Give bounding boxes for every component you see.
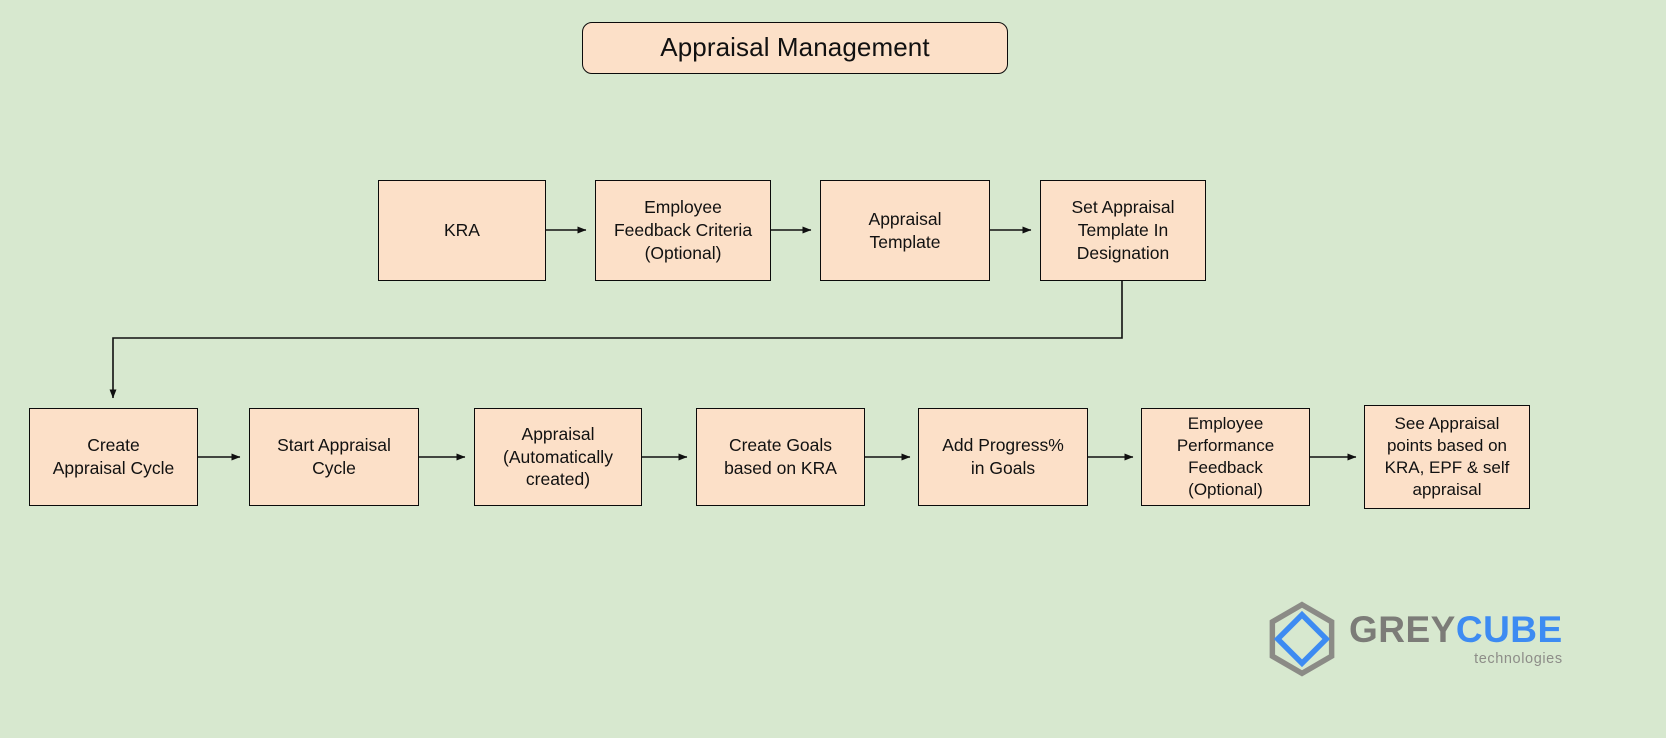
greycube-logo-icon — [1269, 601, 1335, 677]
node-start-appraisal-cycle-label: Start Appraisal Cycle — [277, 435, 391, 478]
node-create-appraisal-cycle-label: Create Appraisal Cycle — [52, 435, 175, 478]
node-employee-feedback-criteria-label: Employee Feedback Criteria (Optional) — [613, 197, 753, 263]
greycube-tagline: technologies — [1474, 651, 1563, 668]
node-kra[interactable]: KRA — [378, 180, 546, 281]
node-create-appraisal-cycle[interactable]: Create Appraisal Cycle — [29, 408, 198, 506]
node-employee-performance-feedback-label: Employee Performance Feedback (Optional) — [1176, 413, 1275, 500]
node-create-goals-based-on-kra-label: Create Goals based on KRA — [724, 435, 837, 478]
node-appraisal-automatically-created[interactable]: Appraisal (Automatically created) — [474, 408, 642, 506]
diagram-title: Appraisal Management — [582, 22, 1008, 74]
diagram-title-label: Appraisal Management — [660, 32, 930, 63]
greycube-wordmark: GREYCUBE — [1349, 611, 1563, 648]
node-employee-performance-feedback[interactable]: Employee Performance Feedback (Optional) — [1141, 408, 1310, 506]
node-see-appraisal-points[interactable]: See Appraisal points based on KRA, EPF &… — [1364, 405, 1530, 509]
node-appraisal-automatically-created-label: Appraisal (Automatically created) — [503, 423, 613, 490]
node-kra-label: KRA — [444, 220, 480, 241]
connector-row1-to-row2 — [109, 281, 1123, 399]
node-appraisal-template-label: Appraisal Template — [868, 208, 942, 252]
node-start-appraisal-cycle[interactable]: Start Appraisal Cycle — [249, 408, 419, 506]
greycube-logo: GREYCUBE technologies — [1263, 598, 1562, 680]
node-set-appraisal-template-in-designation[interactable]: Set Appraisal Template In Designation — [1040, 180, 1206, 281]
wordmark-grey: GREY — [1349, 609, 1456, 651]
node-see-appraisal-points-label: See Appraisal points based on KRA, EPF &… — [1384, 413, 1510, 500]
node-appraisal-template[interactable]: Appraisal Template — [820, 180, 990, 281]
wordmark-cube: CUBE — [1455, 609, 1563, 651]
node-add-progress-in-goals[interactable]: Add Progress% in Goals — [918, 408, 1088, 506]
node-add-progress-in-goals-label: Add Progress% in Goals — [942, 435, 1064, 478]
node-create-goals-based-on-kra[interactable]: Create Goals based on KRA — [696, 408, 865, 506]
node-set-appraisal-template-in-designation-label: Set Appraisal Template In Designation — [1071, 197, 1175, 263]
greycube-logo-text: GREYCUBE technologies — [1349, 611, 1563, 667]
node-employee-feedback-criteria[interactable]: Employee Feedback Criteria (Optional) — [595, 180, 771, 281]
